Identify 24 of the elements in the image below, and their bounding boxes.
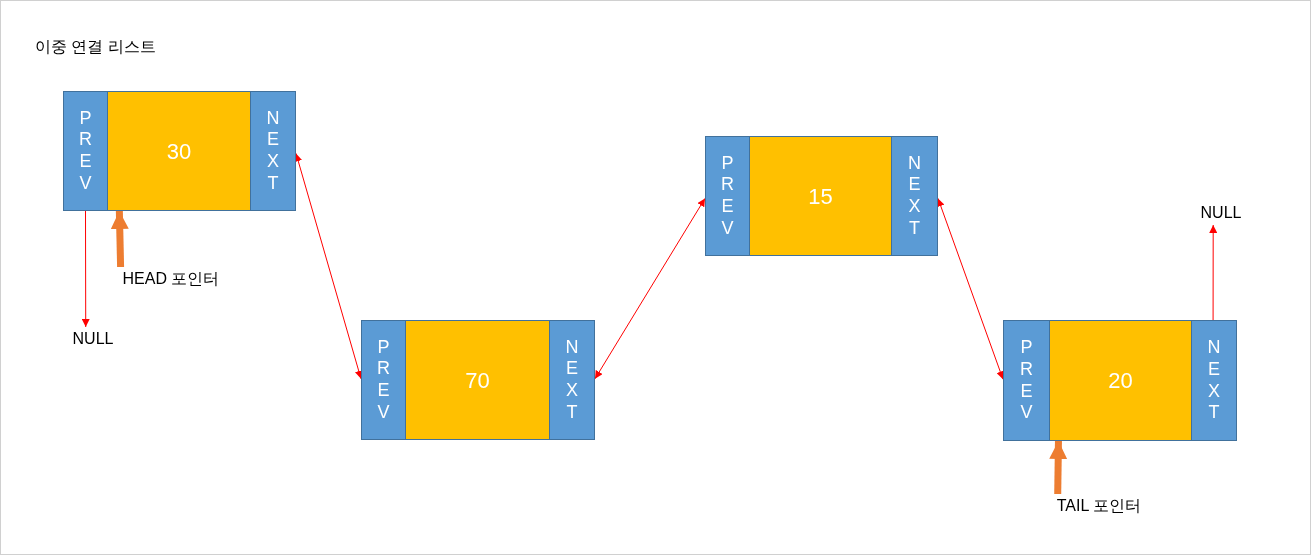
pointer-arrow	[1049, 440, 1068, 495]
diagram-title: 이중 연결 리스트	[35, 37, 156, 57]
pointer-arrow	[110, 210, 129, 268]
pointer-field: NEXT	[1191, 320, 1237, 441]
value-field: 30	[108, 91, 250, 211]
link-arrow	[594, 197, 706, 380]
pointer-field: PREV	[705, 136, 750, 256]
link-arrow	[1209, 224, 1218, 321]
link-arrow	[294, 152, 363, 380]
node-label: TAIL 포인터	[1051, 494, 1147, 520]
pointer-field: NEXT	[891, 136, 938, 256]
pointer-field: NEXT	[549, 320, 595, 440]
node-label: NULL	[67, 327, 119, 351]
pointer-field: PREV	[361, 320, 406, 440]
link-arrow	[81, 210, 90, 328]
pointer-field: PREV	[63, 91, 108, 211]
node-label: NULL	[1195, 201, 1247, 225]
value-field: 20	[1050, 320, 1191, 441]
value-field: 15	[750, 136, 891, 256]
value-field: 70	[406, 320, 549, 440]
pointer-field: PREV	[1003, 320, 1050, 441]
node-label: HEAD 포인터	[115, 267, 227, 293]
pointer-field: NEXT	[250, 91, 296, 211]
link-arrow	[936, 197, 1005, 380]
